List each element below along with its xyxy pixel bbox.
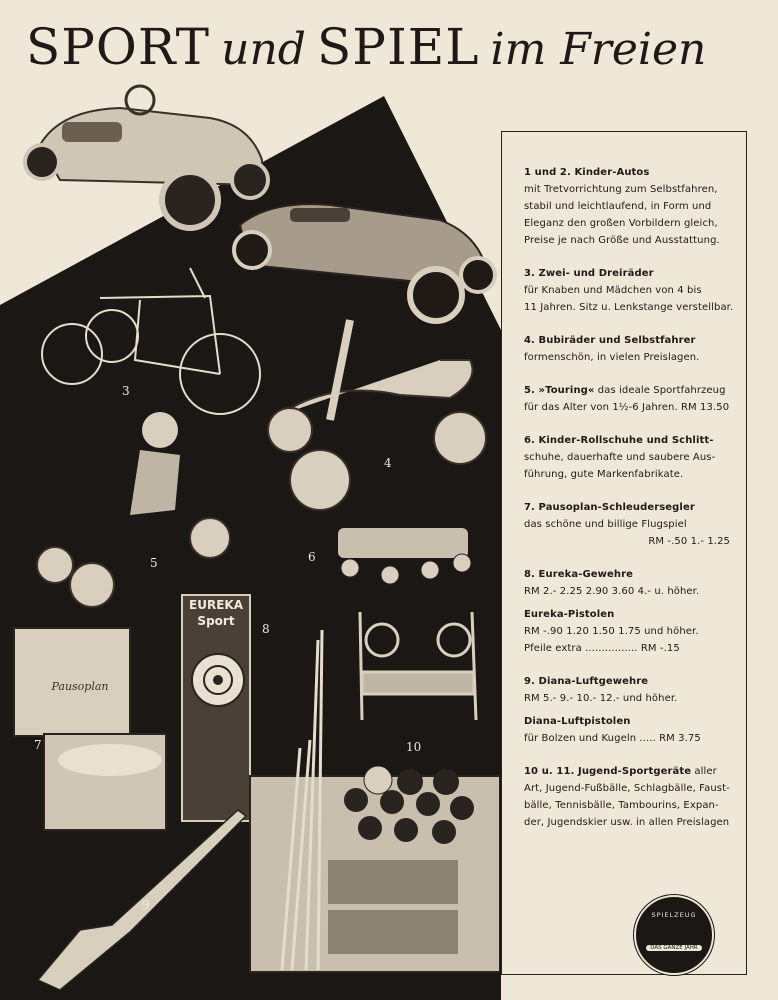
entry-bubiraeder: 4. Bubiräder und Selbstfahrer formenschö… [524, 335, 700, 363]
entry-diana: 9. Diana-Luftgewehre RM 5.- 9.- 10.- 12.… [524, 676, 701, 744]
eureka-target-image [181, 594, 251, 822]
illustration-number-10: 10 [406, 740, 422, 754]
pedal-car-2-image [232, 203, 497, 324]
title-im-freien: im Freien [490, 24, 707, 75]
entry-jugend-sportgeraete: 10 u. 11. Jugend-Sportgeräte aller Art, … [524, 766, 730, 828]
entry-eureka: 8. Eureka-Gewehre RM 2.- 2.25 2.90 3.60 … [524, 569, 700, 654]
illustration-number-9: 9 [142, 898, 150, 912]
illustration-number-3: 3 [122, 384, 130, 398]
title-sport: SPORT [26, 18, 211, 76]
entry-pausoplan: 7. Pausoplan-Schleudersegler das schöne … [524, 502, 730, 547]
roller-skates-image [338, 528, 472, 585]
title-und: und [221, 24, 306, 75]
illustration-number-2: 2 [300, 284, 308, 298]
entry-touring: 5. »Touring« das ideale Sportfahrzeug fü… [524, 385, 730, 413]
illustration-number-8: 8 [262, 622, 270, 636]
price-list: 1 und 2. Kinder-Autos mit Tretvorrichtun… [524, 164, 738, 847]
air-rifle-image [36, 809, 248, 991]
bubirad-image [267, 319, 487, 511]
pausoplan-label: Pausoplan [51, 680, 109, 693]
illustration-number-5: 5 [150, 556, 158, 570]
product-illustrations [13, 84, 500, 991]
touring-vehicle-image [36, 412, 231, 608]
brand-seal-logo: SPIELZEUG DAS GANZE JAHR [634, 895, 714, 975]
entry-zwei-dreiraeder: 3. Zwei- und Dreiräder für Knaben und Mä… [524, 268, 734, 313]
gymnastic-rings-image [358, 611, 478, 721]
title-spiel: SPIEL [317, 18, 480, 76]
illustration-number-4: 4 [384, 456, 392, 470]
illustration-number-7: 7 [34, 738, 42, 752]
illustration-number-6: 6 [308, 550, 316, 564]
price-list-panel [501, 131, 747, 975]
pausoplan-box-image [13, 627, 167, 831]
entry-kinder-autos: 1 und 2. Kinder-Autos mit Tretvorrichtun… [524, 167, 720, 246]
sports-equipment-image [249, 629, 500, 973]
eureka-label: EUREKA Sport [189, 598, 243, 628]
illustration-number-11: 11 [330, 975, 346, 989]
entry-rollschuhe: 6. Kinder-Rollschuhe und Schlitt- schuhe… [524, 435, 716, 480]
page-title: SPORT und SPIEL im Freien [26, 18, 706, 88]
tricycle-image [41, 267, 261, 415]
pedal-car-1-image [23, 84, 270, 231]
